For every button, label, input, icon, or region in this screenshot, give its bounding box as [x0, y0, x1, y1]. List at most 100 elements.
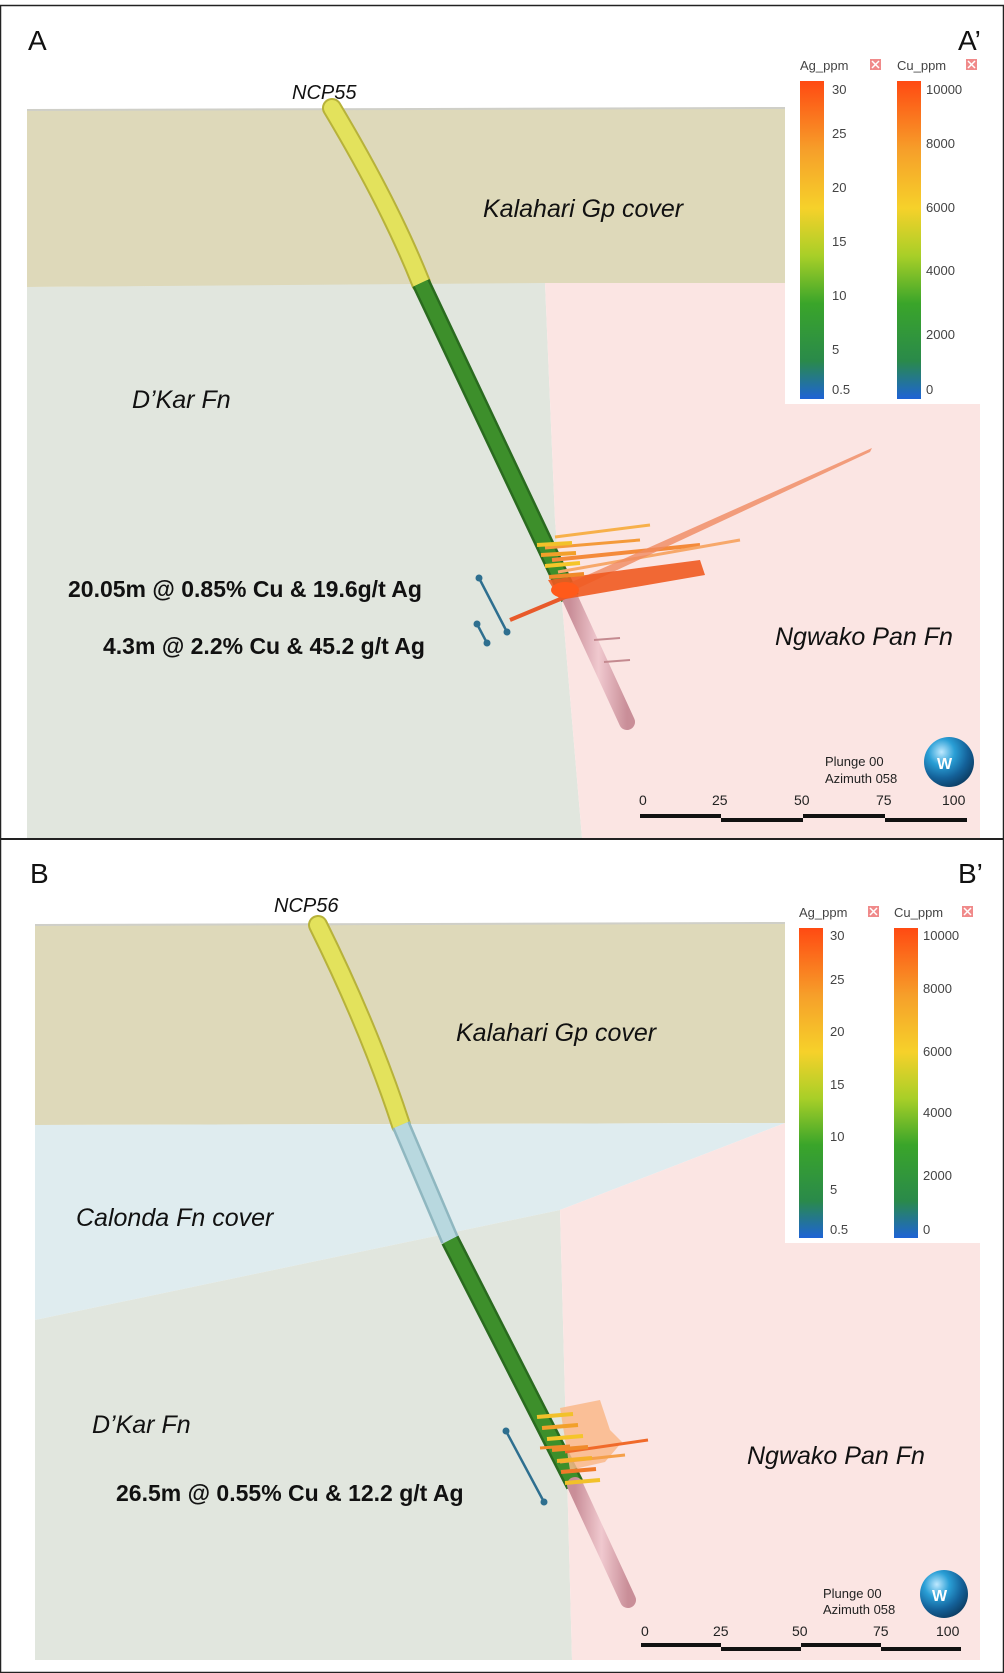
- legend-tick: 8000: [923, 981, 952, 996]
- assay-ring: [548, 572, 585, 579]
- legend-tick: 8000: [926, 136, 955, 151]
- unit-label-kalahari: Kalahari Gp cover: [483, 195, 685, 223]
- cu-color-ramp: [894, 928, 918, 1238]
- plunge-label: Plunge 00: [825, 754, 884, 769]
- compass-w-glyph: W: [932, 1588, 948, 1605]
- legend-tick: 20: [832, 180, 846, 195]
- legend-tick: 5: [830, 1182, 837, 1197]
- scale-segment: [803, 814, 885, 818]
- legend-tick: 20: [830, 1024, 844, 1039]
- scale-segment: [641, 1643, 721, 1647]
- dkar-fn-unit: [35, 1210, 572, 1660]
- legend-tick: 5: [832, 342, 839, 357]
- compass-globe-icon[interactable]: [924, 737, 974, 787]
- scale-segment: [885, 818, 967, 822]
- scale-segment: [721, 1647, 801, 1651]
- assay-ring: [551, 1445, 589, 1452]
- legend-tick: 0: [923, 1222, 930, 1237]
- ngwako-pan-fn-unit: [545, 283, 980, 838]
- scale-segment: [721, 818, 803, 822]
- ag-color-ramp: [799, 928, 823, 1238]
- bracket-end: [503, 628, 511, 636]
- drillhole-ncp56-dkar-segment: [443, 1236, 582, 1489]
- panel-b: B B’ NCP56 Kalahari Gp cover Calonda Fn …: [30, 858, 983, 1660]
- cu-ppm-legend-b: Cu_ppm 10000 8000 6000 4000 2000 0: [894, 905, 973, 1238]
- bracket-end: [502, 1427, 510, 1435]
- assay-bars-ncp56: [536, 1400, 649, 1485]
- legend-tick: 6000: [923, 1044, 952, 1059]
- close-icon: [967, 60, 976, 69]
- assay-bar: [548, 560, 705, 600]
- ground-surface: [34, 922, 786, 926]
- section-corner-a: A: [28, 25, 47, 56]
- assay-halo: [560, 1400, 622, 1470]
- assay-tick: [603, 659, 631, 663]
- legend-title-cu: Cu_ppm: [894, 905, 943, 920]
- unit-label-kalahari: Kalahari Gp cover: [456, 1019, 658, 1047]
- bracket-end: [475, 574, 483, 582]
- cu-ppm-legend-a: Cu_ppm 10000 8000 6000 4000 2000 0: [897, 58, 977, 399]
- assay-bar: [554, 523, 651, 539]
- hole-label-ncp55: NCP55: [292, 82, 357, 104]
- hole-label-ncp56: NCP56: [274, 895, 339, 917]
- ngwako-pan-fn-unit: [560, 1123, 980, 1660]
- calonda-fn-cover-unit: [35, 1123, 785, 1320]
- scale-tick: 75: [873, 1623, 889, 1639]
- scale-tick: 100: [936, 1623, 960, 1639]
- legend-tick: 0: [926, 382, 933, 397]
- ground-surface: [26, 107, 786, 111]
- close-icon: [869, 907, 878, 916]
- section-corner-b: B: [30, 858, 49, 889]
- compass-w-glyph: W: [937, 756, 953, 773]
- legend-tick: 4000: [923, 1105, 952, 1120]
- assay-ring: [544, 561, 581, 568]
- close-icon: [963, 907, 972, 916]
- legend-tick: 30: [830, 928, 844, 943]
- bracket-end: [540, 1498, 548, 1506]
- assay-ring: [541, 1423, 579, 1430]
- legend-tick: 2000: [926, 327, 955, 342]
- scale-tick: 50: [794, 792, 810, 808]
- scale-tick: 25: [712, 792, 728, 808]
- legend-tick: 10: [830, 1129, 844, 1144]
- intercept-label-1: 20.05m @ 0.85% Cu & 19.6g/t Ag: [68, 576, 422, 602]
- bracket-end: [473, 620, 481, 628]
- drillhole-ncp55-kalahari-segment: [324, 100, 429, 291]
- legend-tick: 6000: [926, 200, 955, 215]
- azimuth-label: Azimuth 058: [823, 1602, 895, 1617]
- scale-segment: [801, 1643, 881, 1647]
- assay-ring: [560, 1467, 597, 1474]
- ag-ppm-legend-b: Ag_ppm 30 25 20 15 10 5 0.5: [799, 905, 879, 1238]
- scale-tick: 100: [942, 792, 966, 808]
- intercept-bracket-1: [477, 577, 509, 633]
- kalahari-gp-cover-unit: [27, 108, 785, 287]
- legend-tick: 2000: [923, 1168, 952, 1183]
- unit-label-calonda: Calonda Fn cover: [76, 1204, 275, 1232]
- section-corner-a-prime: A’: [958, 25, 981, 56]
- assay-bar: [564, 1438, 649, 1454]
- assay-bar: [509, 593, 571, 622]
- unit-label-ngwako: Ngwako Pan Fn: [747, 1442, 925, 1470]
- intercept-bracket-2: [475, 623, 489, 644]
- unit-label-dkar: D’Kar Fn: [132, 386, 231, 414]
- unit-label-ngwako: Ngwako Pan Fn: [775, 623, 953, 651]
- intercept-label-2: 4.3m @ 2.2% Cu & 45.2 g/t Ag: [103, 633, 425, 659]
- scale-tick: 25: [713, 1623, 729, 1639]
- assay-ring: [540, 551, 577, 557]
- assay-bar-long: [565, 448, 872, 592]
- drillhole-ncp56-calonda-segment: [394, 1122, 457, 1243]
- compass-globe-icon[interactable]: [920, 1570, 968, 1618]
- assay-bar: [557, 538, 741, 574]
- assay-highgrade-node: [551, 582, 579, 598]
- legend-title-ag: Ag_ppm: [799, 905, 847, 920]
- assay-bar: [544, 538, 641, 550]
- ag-ppm-legend-a: Ag_ppm 30 25 20 15 10 5 0.5: [800, 58, 881, 399]
- legend-tick: 10000: [923, 928, 959, 943]
- legend-tick: 15: [832, 234, 846, 249]
- legend-tick: 4000: [926, 263, 955, 278]
- legend-title-ag: Ag_ppm: [800, 58, 848, 73]
- panel-a: A A’ NCP55 Kalahari Gp cover D’Kar Fn Ng…: [26, 25, 981, 838]
- scale-segment: [640, 814, 721, 818]
- assay-tick: [593, 637, 621, 641]
- scale-tick: 0: [641, 1623, 649, 1639]
